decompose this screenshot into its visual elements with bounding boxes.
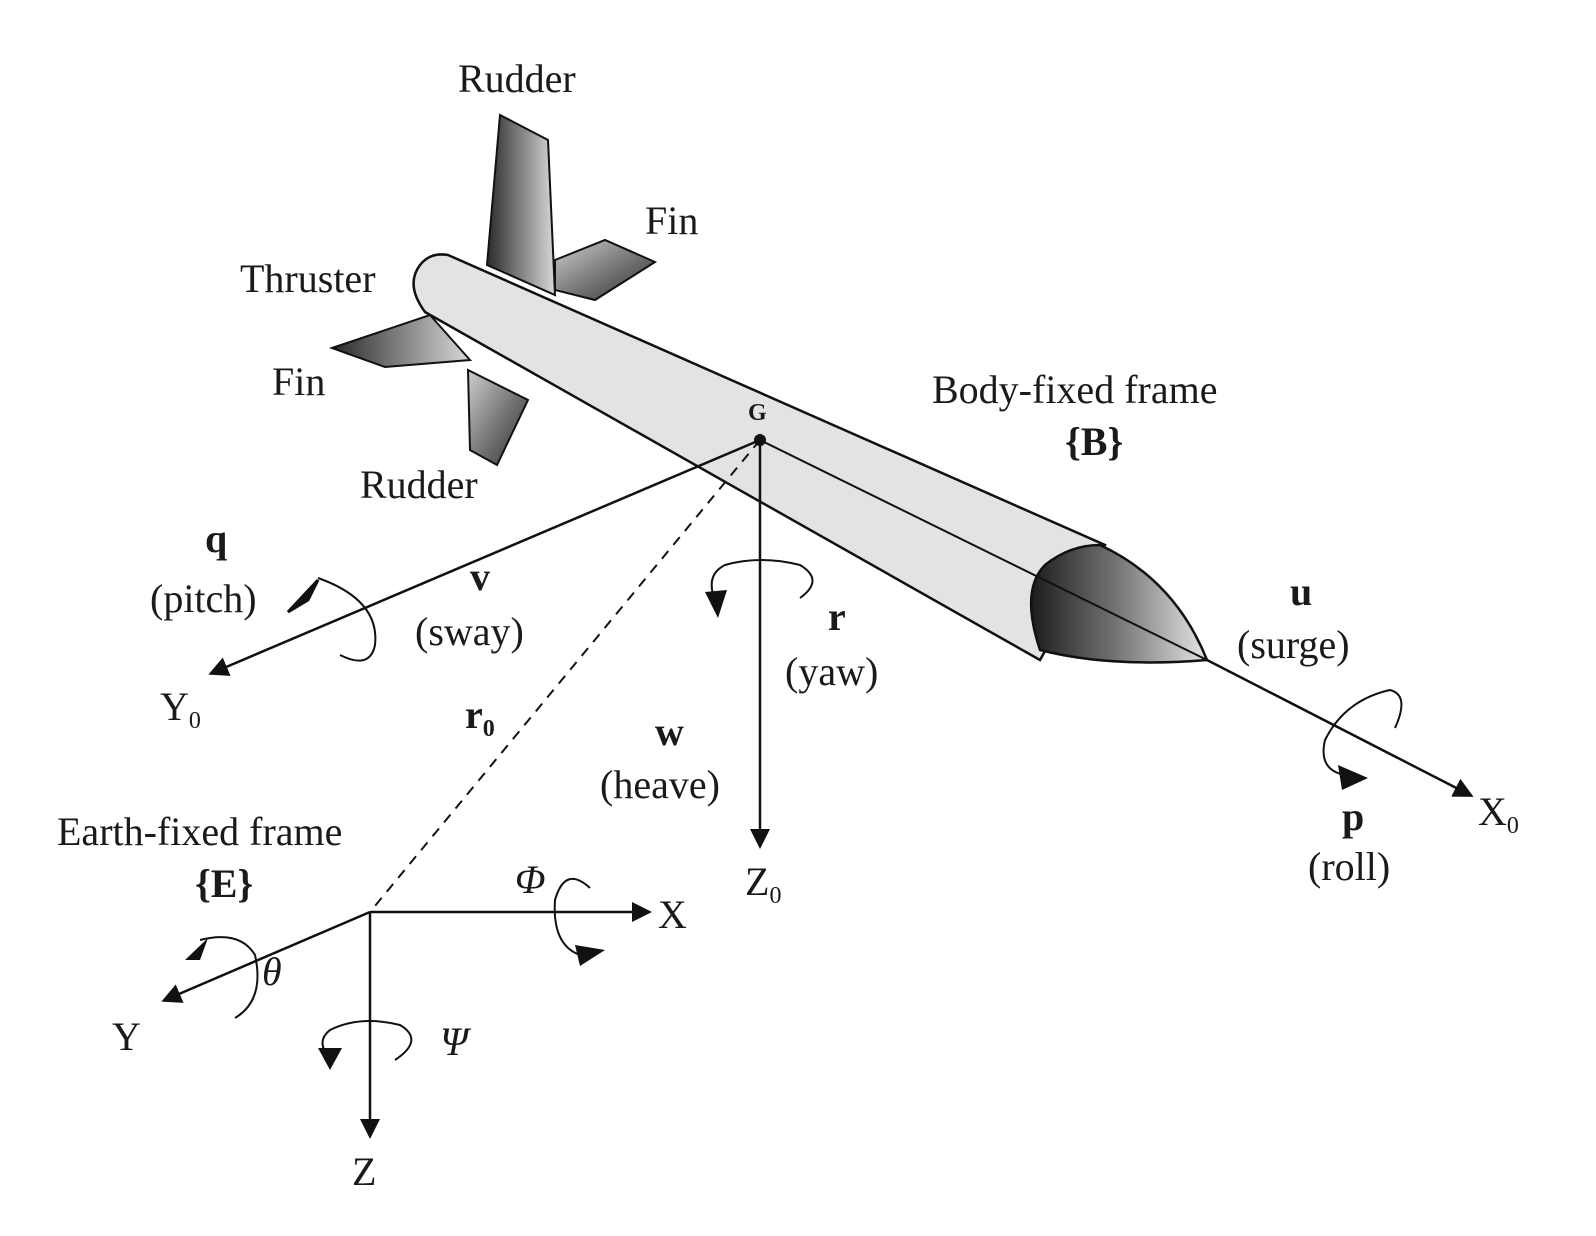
hull-centerline <box>759 439 1208 661</box>
y0-axis <box>208 438 761 676</box>
rudder-bottom-shape <box>466 368 530 467</box>
rudder-top-shape <box>485 113 557 297</box>
psi-label: Ψ <box>440 1019 472 1064</box>
earth-z-label: Z <box>352 1149 376 1194</box>
theta-rotation-arrowhead <box>185 938 208 960</box>
earth-x-label: X <box>658 892 687 937</box>
y0-label: Y0 <box>160 684 201 734</box>
surge-label: (surge) <box>1237 622 1350 667</box>
phi-label: Φ <box>515 857 545 902</box>
earth-frame-title: Earth-fixed frame <box>57 809 342 854</box>
hull-nose <box>1029 543 1209 664</box>
theta-rotation-arrow <box>199 936 259 1019</box>
roll-symbol: p <box>1342 794 1364 839</box>
body-frame-title: Body-fixed frame <box>932 367 1217 412</box>
r0-label: r0 <box>465 692 495 742</box>
x0-axis <box>1206 658 1474 797</box>
roll-label: (roll) <box>1308 844 1390 889</box>
fin-right-label: Fin <box>645 198 698 243</box>
earth-frame-symbol: {E} <box>195 861 253 906</box>
surge-symbol: u <box>1290 569 1312 614</box>
phi-rotation-arrowhead <box>575 945 605 966</box>
psi-rotation-arrow <box>321 1020 413 1061</box>
theta-label: θ <box>262 949 282 994</box>
roll-rotation-arrow <box>1322 688 1403 776</box>
rudder-bottom-label: Rudder <box>360 462 478 507</box>
earth-y-label: Y <box>112 1014 141 1059</box>
sway-symbol: v <box>470 554 490 599</box>
heave-label: (heave) <box>600 762 720 807</box>
yaw-label: (yaw) <box>785 649 878 694</box>
x0-label: X0 <box>1478 789 1519 839</box>
pitch-rotation-arrow <box>317 577 377 662</box>
yaw-rotation-arrowhead <box>705 590 727 618</box>
pitch-label: (pitch) <box>150 576 257 621</box>
g-label: G <box>748 400 767 426</box>
thruster-label: Thruster <box>240 256 376 301</box>
r0-position-vector <box>369 439 761 913</box>
body-frame-symbol: {B} <box>1065 419 1123 464</box>
psi-rotation-arrowhead <box>318 1048 342 1070</box>
sway-label: (sway) <box>415 609 524 654</box>
z0-label: Z0 <box>745 859 781 909</box>
earth-y-axis <box>161 910 371 1003</box>
phi-rotation-arrow <box>553 877 591 956</box>
fin-left-label: Fin <box>272 359 325 404</box>
heave-symbol: w <box>655 709 684 754</box>
yaw-symbol: r <box>828 594 846 639</box>
rudder-top-label: Rudder <box>458 56 576 101</box>
pitch-rotation-arrowhead <box>286 578 320 614</box>
roll-rotation-arrowhead <box>1338 765 1368 790</box>
fin-left-shape <box>328 313 473 369</box>
pitch-symbol: q <box>205 516 227 561</box>
fin-right-shape <box>554 238 658 302</box>
yaw-rotation-arrow <box>710 559 814 601</box>
